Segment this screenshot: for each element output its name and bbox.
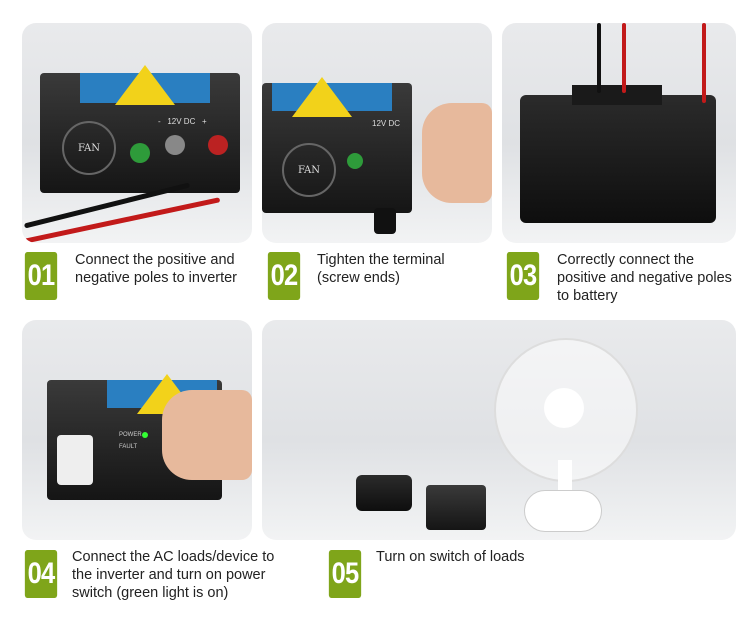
inverter: FAN - 12V DC +: [40, 65, 240, 193]
inverter: FAN 12V DC: [262, 77, 412, 213]
step-5-badge: 05: [328, 550, 362, 598]
step-1-photo: FAN - 12V DC +: [22, 23, 252, 243]
step-3-caption: Correctly connect the positive and negat…: [557, 252, 732, 304]
step-2-photo: FAN 12V DC: [262, 23, 492, 243]
step-4-badge: 04: [24, 550, 58, 598]
fan-label: FAN: [282, 143, 336, 197]
step-5-caption: Turn on switch of loads: [376, 549, 525, 565]
inverter: [426, 485, 486, 530]
step-5-photo: [262, 320, 736, 540]
fault-label: FAULT: [119, 444, 138, 450]
step-4-caption: Connect the AC loads/device to the inver…: [72, 549, 275, 601]
battery: [520, 95, 716, 223]
power-label: POWER: [119, 432, 142, 438]
step-3-photo: [502, 23, 736, 243]
battery: [356, 475, 412, 511]
step-4-photo: POWER FAULT: [22, 320, 252, 540]
step-1-badge: 01: [24, 252, 58, 300]
fan-label: FAN: [62, 121, 116, 175]
step-3-badge: 03: [506, 252, 540, 300]
step-2-caption: Tighten the terminal (screw ends): [317, 252, 445, 286]
step-1-caption: Connect the positive and negative poles …: [75, 252, 238, 286]
terminal-label: 12V DC: [372, 119, 401, 128]
terminal-label: - 12V DC +: [158, 117, 207, 126]
step-2-badge: 02: [267, 252, 301, 300]
